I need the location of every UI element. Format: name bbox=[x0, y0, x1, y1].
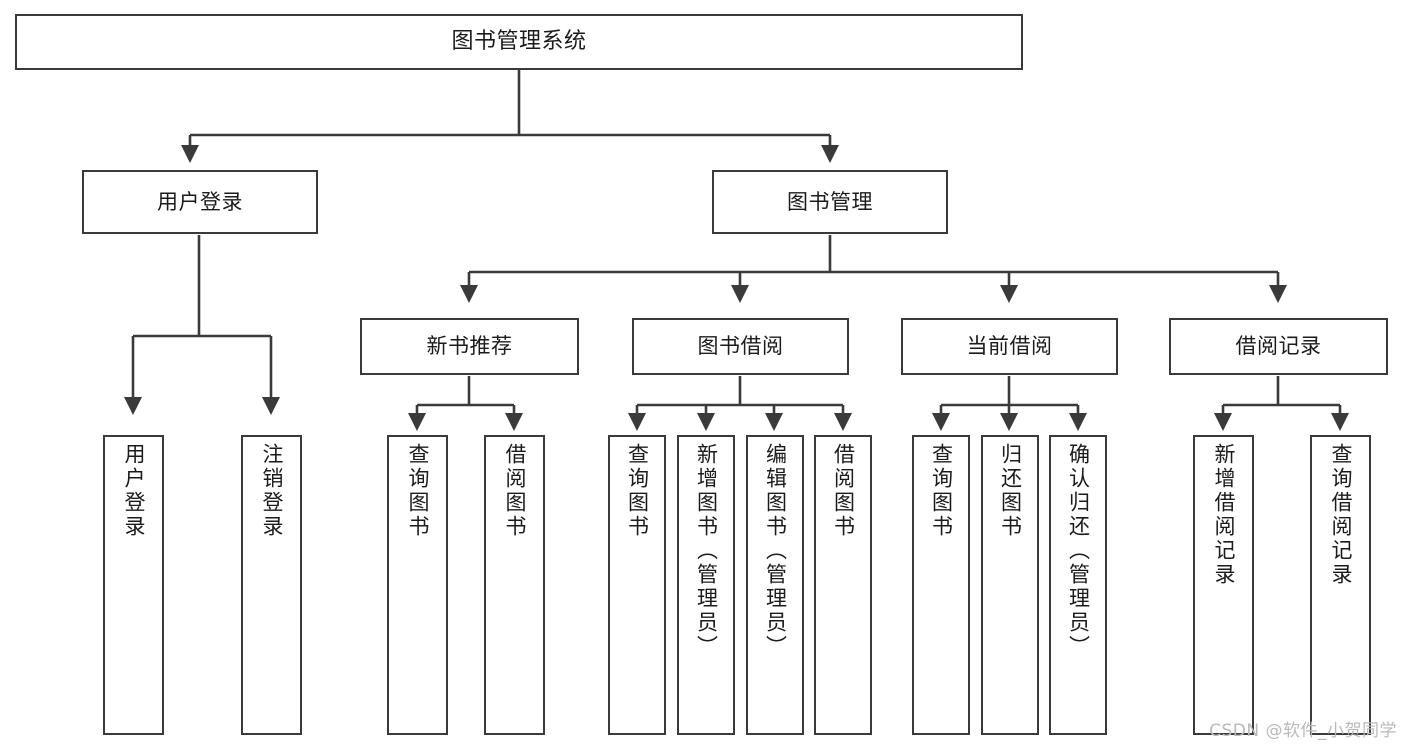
leaf-add-borrow-record[interactable]: 新增借阅记录 bbox=[1193, 435, 1254, 735]
node-root-system[interactable]: 图书管理系统 bbox=[15, 14, 1023, 70]
leaf-confirm-return[interactable]: 确认归还（管理员） bbox=[1049, 435, 1107, 735]
leaf-edit-book[interactable]: 编辑图书（管理员） bbox=[746, 435, 804, 735]
node-label: 注销登录 bbox=[260, 443, 284, 539]
leaf-query-book-current[interactable]: 查询图书 bbox=[912, 435, 970, 735]
node-label: 用户登录 bbox=[157, 189, 243, 214]
leaf-query-borrow-record[interactable]: 查询借阅记录 bbox=[1310, 435, 1371, 735]
node-label: 图书管理 bbox=[787, 189, 873, 214]
node-label: 新增借阅记录 bbox=[1212, 443, 1236, 587]
leaf-user-logout[interactable]: 注销登录 bbox=[241, 435, 302, 735]
node-label: 用户登录 bbox=[122, 443, 146, 539]
node-label: 查询图书 bbox=[406, 443, 430, 539]
node-label: 借阅图书 bbox=[831, 443, 856, 539]
node-book-management[interactable]: 图书管理 bbox=[712, 170, 948, 234]
leaf-borrow-book-recommend[interactable]: 借阅图书 bbox=[484, 435, 545, 735]
node-label: 图书管理系统 bbox=[451, 29, 587, 55]
node-label: 图书借阅 bbox=[697, 334, 784, 359]
node-label: 查询图书 bbox=[625, 443, 650, 539]
node-current-borrow[interactable]: 当前借阅 bbox=[901, 318, 1118, 375]
leaf-query-book-recommend[interactable]: 查询图书 bbox=[387, 435, 448, 735]
node-label: 借阅图书 bbox=[503, 443, 527, 539]
csdn-watermark: CSDN @软件_小贺同学 bbox=[1209, 721, 1397, 741]
node-label: 借阅记录 bbox=[1235, 334, 1322, 359]
node-label: 查询图书 bbox=[929, 443, 954, 539]
node-label: 归还图书 bbox=[998, 443, 1023, 539]
node-new-book-recommend[interactable]: 新书推荐 bbox=[360, 318, 579, 375]
node-user-login[interactable]: 用户登录 bbox=[82, 170, 318, 234]
node-label: 当前借阅 bbox=[966, 334, 1053, 359]
leaf-user-login[interactable]: 用户登录 bbox=[103, 435, 164, 735]
leaf-borrow-book[interactable]: 借阅图书 bbox=[814, 435, 872, 735]
node-borrow-record[interactable]: 借阅记录 bbox=[1169, 318, 1388, 375]
node-book-borrow[interactable]: 图书借阅 bbox=[632, 318, 849, 375]
node-label: 编辑图书（管理员） bbox=[763, 443, 788, 659]
node-label: 查询借阅记录 bbox=[1329, 443, 1353, 587]
leaf-return-book[interactable]: 归还图书 bbox=[981, 435, 1039, 735]
node-label: 确认归还（管理员） bbox=[1066, 443, 1091, 659]
leaf-add-book[interactable]: 新增图书（管理员） bbox=[677, 435, 735, 735]
node-label: 新书推荐 bbox=[426, 334, 513, 359]
leaf-query-book-borrow[interactable]: 查询图书 bbox=[608, 435, 666, 735]
node-label: 新增图书（管理员） bbox=[694, 443, 719, 659]
